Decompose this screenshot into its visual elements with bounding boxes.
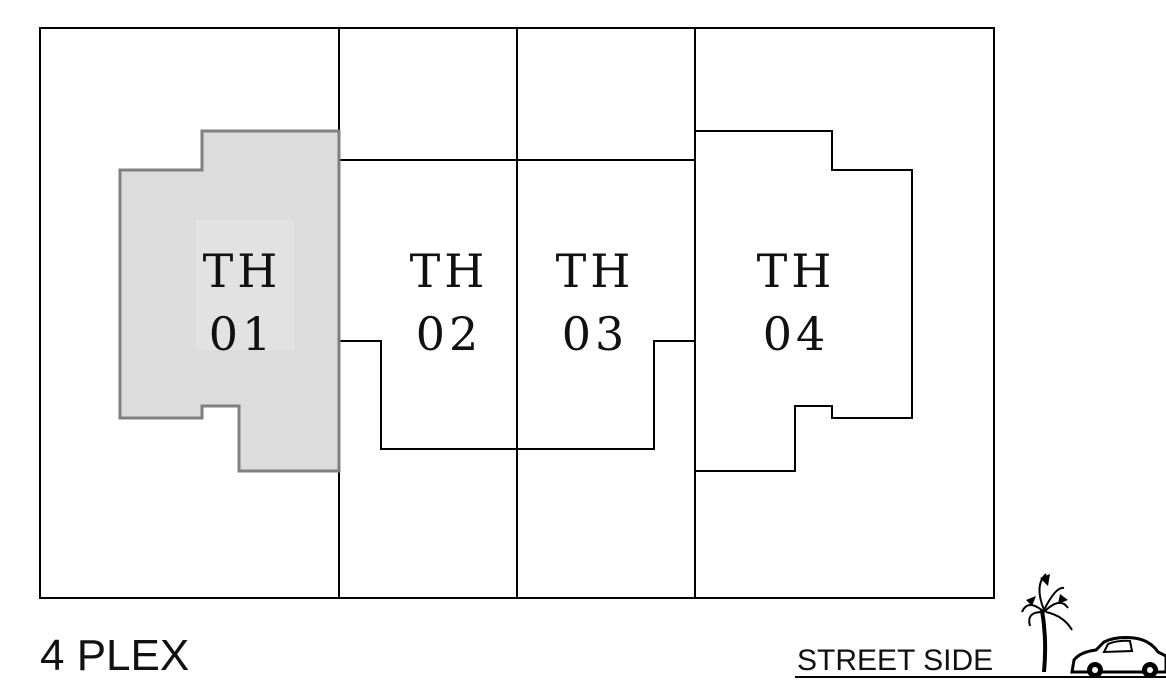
unit-label-th02-line2: 02 <box>416 307 483 361</box>
unit-label-th04-line2: 04 <box>763 307 830 361</box>
th01-label-bg <box>196 220 294 350</box>
unit-label-th03-line2: 03 <box>562 307 629 361</box>
plex-title: 4 PLEX <box>40 631 189 680</box>
footprint-th02-outline <box>339 340 517 450</box>
footprint-th03-outline <box>517 340 695 450</box>
unit-label-th03-line1: TH <box>556 244 635 298</box>
street-side-label: STREET SIDE <box>797 644 993 677</box>
car-icon <box>1070 636 1166 678</box>
unit-label-th01-line1: TH <box>203 244 282 298</box>
unit-label-th02-line1: TH <box>410 244 489 298</box>
palm-tree-icon <box>1021 573 1073 673</box>
unit-label-th04-line1: TH <box>757 244 836 298</box>
unit-label-th01-line2: 01 <box>209 307 276 361</box>
footprint-th04 <box>695 130 913 472</box>
